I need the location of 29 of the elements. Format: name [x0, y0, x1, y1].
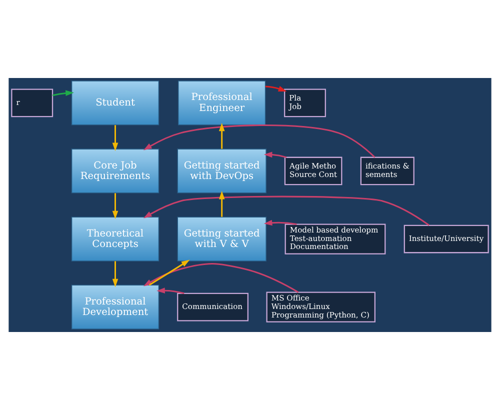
node-box: Professional Engineer [178, 80, 266, 126]
node-box: Agile Metho Source Cont [284, 156, 342, 186]
node-box: Model based developm Test-automation Documentation [284, 224, 386, 254]
arrow [218, 190, 225, 217]
arrow [112, 193, 118, 220]
arrow [112, 125, 118, 152]
node-box: MS Office Windows/Linux Programming (Python, C) [266, 292, 376, 322]
node-box: Theoretical Concepts [71, 216, 160, 262]
node-box: Professional Development [71, 284, 160, 330]
arrow [265, 86, 287, 92]
node-box: Core Job Requirements [71, 148, 160, 194]
node-box: r [11, 88, 54, 118]
arrow [218, 122, 225, 149]
arrow [143, 196, 430, 226]
arrow [264, 152, 287, 158]
node-box: Student [71, 80, 160, 126]
node-box: Institute/University [404, 224, 489, 254]
arrow [264, 220, 297, 226]
node-box: Getting started with V & V [177, 216, 266, 262]
arrow [52, 90, 74, 96]
node-box: Getting started with DevOps [177, 148, 266, 194]
node-box: Pla Job [284, 88, 326, 118]
arrow [143, 124, 376, 158]
arrow [148, 260, 190, 286]
arrow [156, 288, 184, 294]
arrow [143, 263, 299, 293]
node-box: ifications & sements [360, 156, 414, 186]
arrow [112, 261, 118, 288]
node-box: Communication [177, 292, 248, 322]
